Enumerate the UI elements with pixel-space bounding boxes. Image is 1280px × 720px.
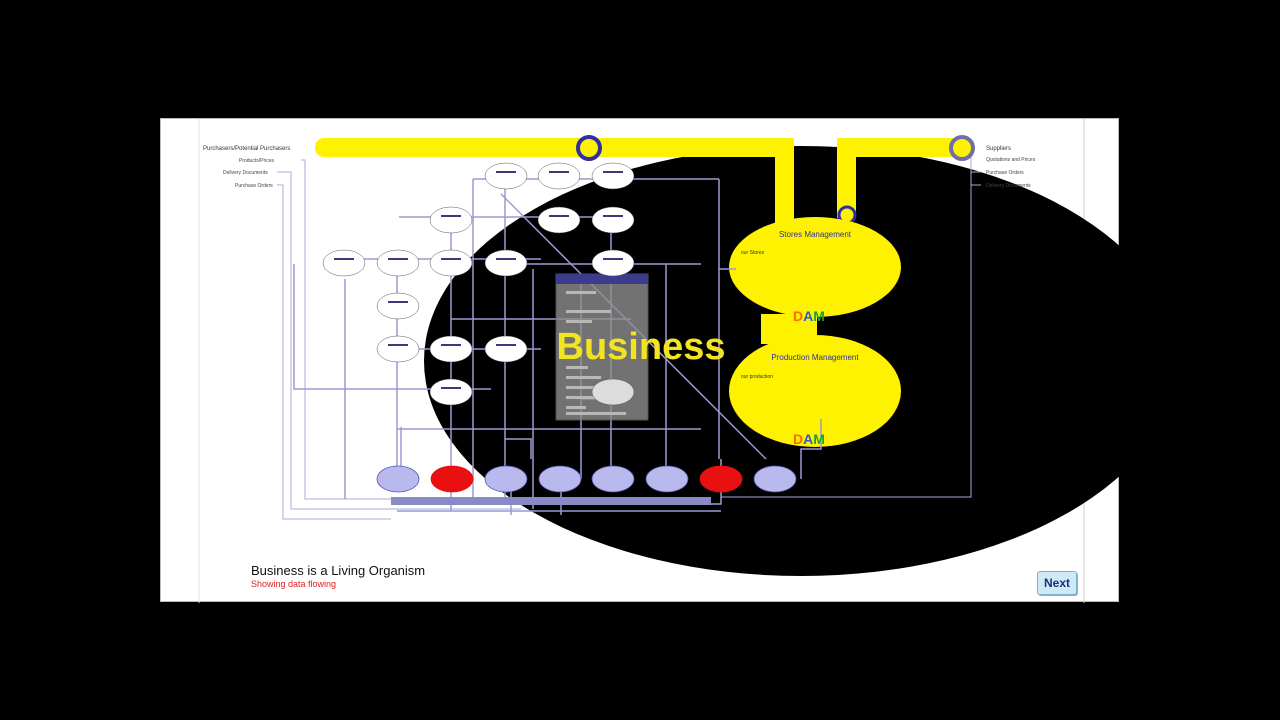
output-node-active	[699, 465, 743, 493]
process-node	[591, 162, 635, 190]
process-node	[429, 206, 473, 234]
production-management-ellipse	[729, 335, 901, 447]
output-node-active	[430, 465, 474, 493]
process-node	[537, 206, 581, 234]
process-node	[376, 249, 420, 277]
output-node	[538, 465, 582, 493]
supplier-item: Delivery Documents	[986, 183, 1031, 189]
business-flow-diagram: Purchasers/Potential Purchasers Products…	[198, 119, 1120, 603]
process-node	[537, 162, 581, 190]
stores-title: Stores Management	[779, 230, 852, 239]
production-dam-badge: DAM	[793, 431, 825, 447]
process-node	[429, 249, 473, 277]
production-title: Production Management	[771, 353, 859, 362]
process-node	[591, 249, 635, 277]
supplier-item: Quotations and Prices	[986, 157, 1036, 163]
next-button[interactable]: Next	[1037, 571, 1077, 595]
stores-dam-badge: DAM	[793, 308, 825, 324]
menu-panel-rows	[566, 291, 626, 415]
data-bus	[391, 497, 711, 505]
process-node	[429, 378, 473, 406]
process-nodes	[322, 162, 635, 406]
suppliers-header: Suppliers	[986, 146, 1011, 152]
slide-subtitle: Showing data flowing	[251, 579, 337, 589]
output-nodes	[376, 465, 797, 493]
process-node	[484, 335, 528, 363]
process-node	[484, 249, 528, 277]
stores-note: our Stores	[741, 250, 765, 256]
process-node	[322, 249, 366, 277]
output-node	[591, 465, 635, 493]
menu-panel-header	[556, 274, 648, 284]
supplier-flow-lines	[721, 148, 981, 498]
slide-title: Business is a Living Organism	[251, 563, 426, 578]
purchasers-header: Purchasers/Potential Purchasers	[203, 146, 290, 152]
process-node	[376, 335, 420, 363]
process-node	[376, 292, 420, 320]
purchaser-item: Products/Prices	[239, 158, 275, 164]
production-note: our production	[741, 374, 773, 380]
slide: Purchasers/Potential Purchasers Products…	[160, 118, 1120, 603]
supplier-item: Purchase Orders	[986, 170, 1024, 176]
purchaser-item: Delivery Documents	[223, 170, 268, 176]
output-node	[376, 465, 420, 493]
output-node	[484, 465, 528, 493]
node-caption-marks	[334, 171, 623, 389]
stores-management-ellipse	[729, 217, 901, 317]
purchaser-item: Purchase Orders	[235, 183, 273, 189]
purchaser-connector-ring	[576, 135, 602, 161]
process-node	[484, 162, 528, 190]
process-node	[591, 206, 635, 234]
process-node	[429, 335, 473, 363]
supplier-connector-ring	[949, 135, 975, 161]
process-node	[591, 378, 635, 406]
output-node	[753, 465, 797, 493]
output-node	[645, 465, 689, 493]
business-label: Business	[557, 326, 726, 368]
